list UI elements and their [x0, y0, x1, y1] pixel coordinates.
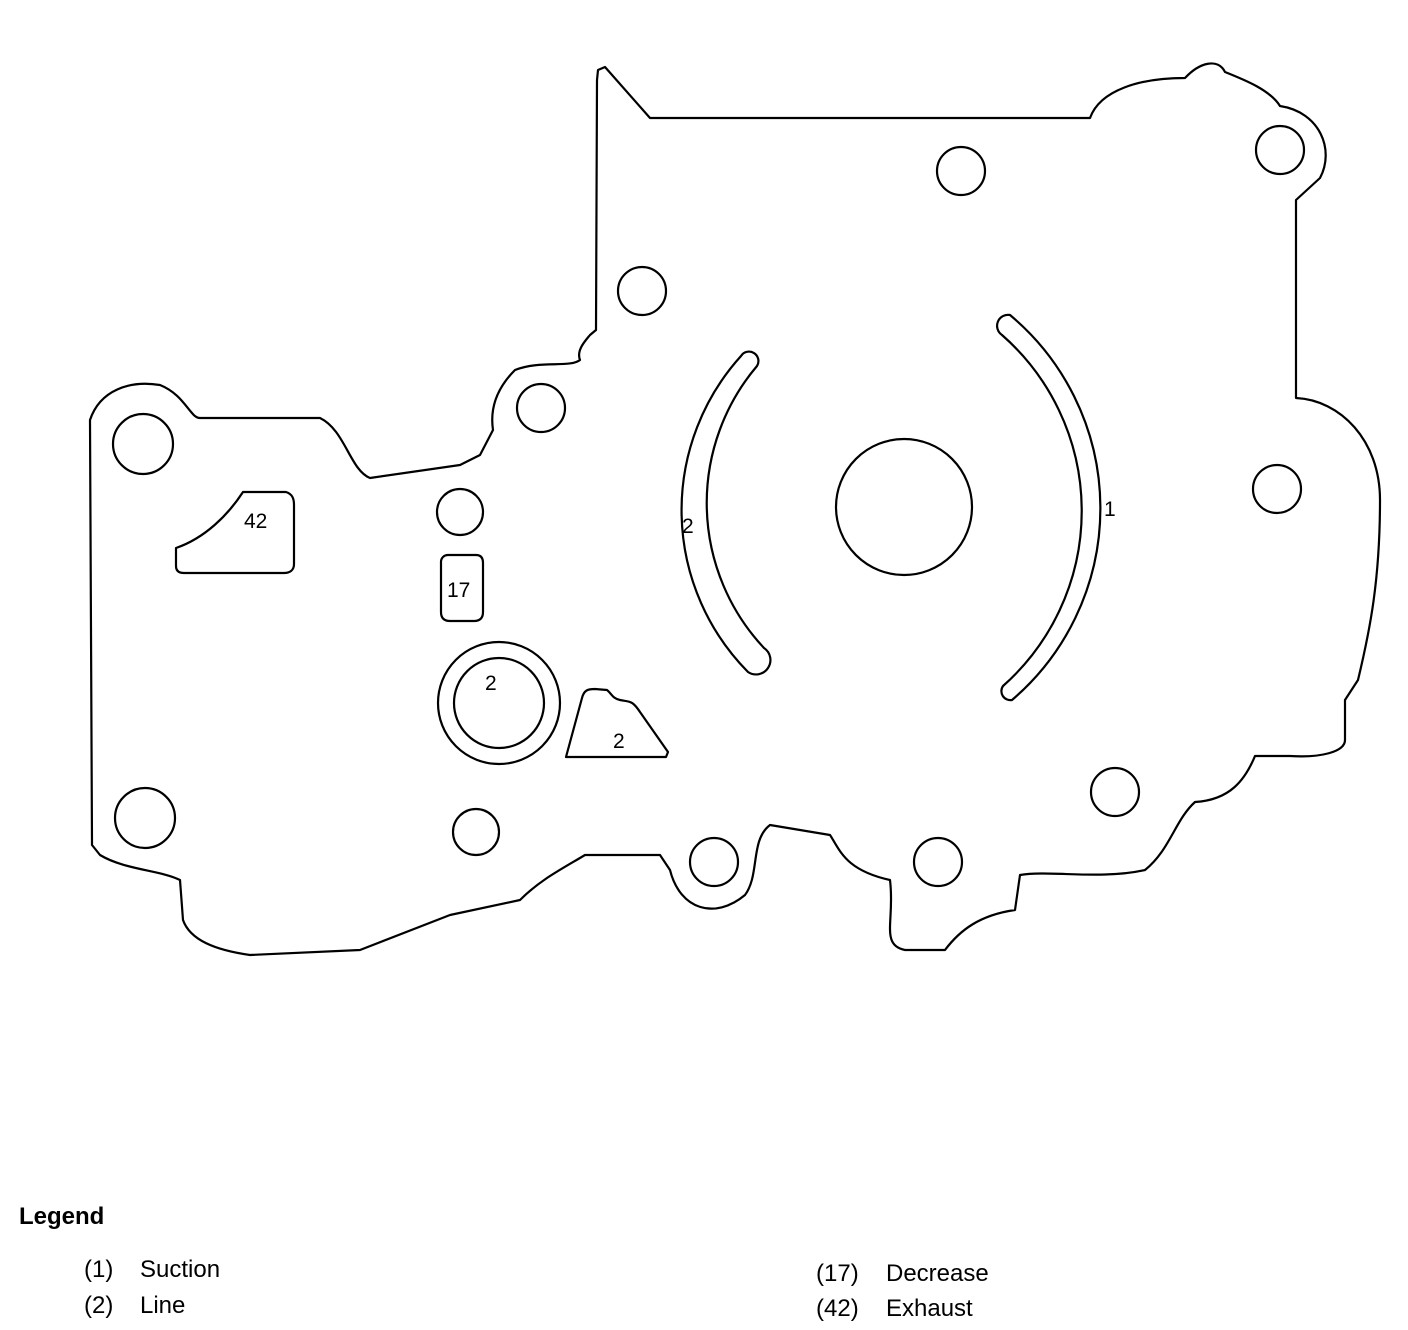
- legend-title: Legend: [19, 1203, 105, 1230]
- line-wedge-port: [564, 687, 670, 759]
- legend-label: Exhaust: [886, 1295, 973, 1322]
- bolt-hole: [1089, 766, 1141, 818]
- exhaust-port: [174, 490, 296, 575]
- bolt-hole: [1254, 124, 1306, 176]
- bolt-hole: [912, 836, 964, 888]
- plate-outline: [88, 62, 1382, 957]
- pump-plate-diagram: 1 2 42 17 2 2: [88, 62, 1382, 957]
- legend-item: (17) Decrease: [816, 1260, 989, 1288]
- shaft-bore: [834, 437, 974, 577]
- bolt-hole: [935, 145, 987, 197]
- legend-number: (17): [816, 1260, 859, 1287]
- callout-suction: 1: [1104, 498, 1116, 521]
- legend-label: Line: [140, 1292, 186, 1319]
- bolt-hole: [113, 786, 177, 850]
- legend-number: (42): [816, 1295, 859, 1322]
- legend-number: (2): [84, 1292, 114, 1319]
- line-bore-inner: [452, 656, 546, 750]
- suction-slot: [995, 313, 1102, 702]
- callout-line-arc: 2: [682, 515, 694, 538]
- bolt-hole: [435, 487, 485, 537]
- callout-line-wedge: 2: [613, 730, 625, 753]
- line-slot: [680, 350, 772, 676]
- legend-item: (2) Line: [84, 1292, 185, 1320]
- legend-label: Decrease: [886, 1260, 989, 1287]
- bolt-hole: [515, 382, 567, 434]
- decrease-port: [439, 553, 485, 623]
- bolt-hole: [1251, 463, 1303, 515]
- legend-item: (42) Exhaust: [816, 1295, 973, 1323]
- callout-line-bore: 2: [485, 672, 497, 695]
- bolt-hole: [451, 807, 501, 857]
- line-bore-outer: [436, 640, 562, 766]
- legend-item: (1) Suction: [84, 1256, 220, 1284]
- bolt-hole: [616, 265, 668, 317]
- bolt-hole: [688, 836, 740, 888]
- legend-label: Suction: [140, 1256, 221, 1283]
- callout-decrease: 17: [447, 579, 470, 602]
- legend-number: (1): [84, 1256, 114, 1283]
- bolt-hole: [111, 412, 175, 476]
- callout-exhaust: 42: [244, 510, 267, 533]
